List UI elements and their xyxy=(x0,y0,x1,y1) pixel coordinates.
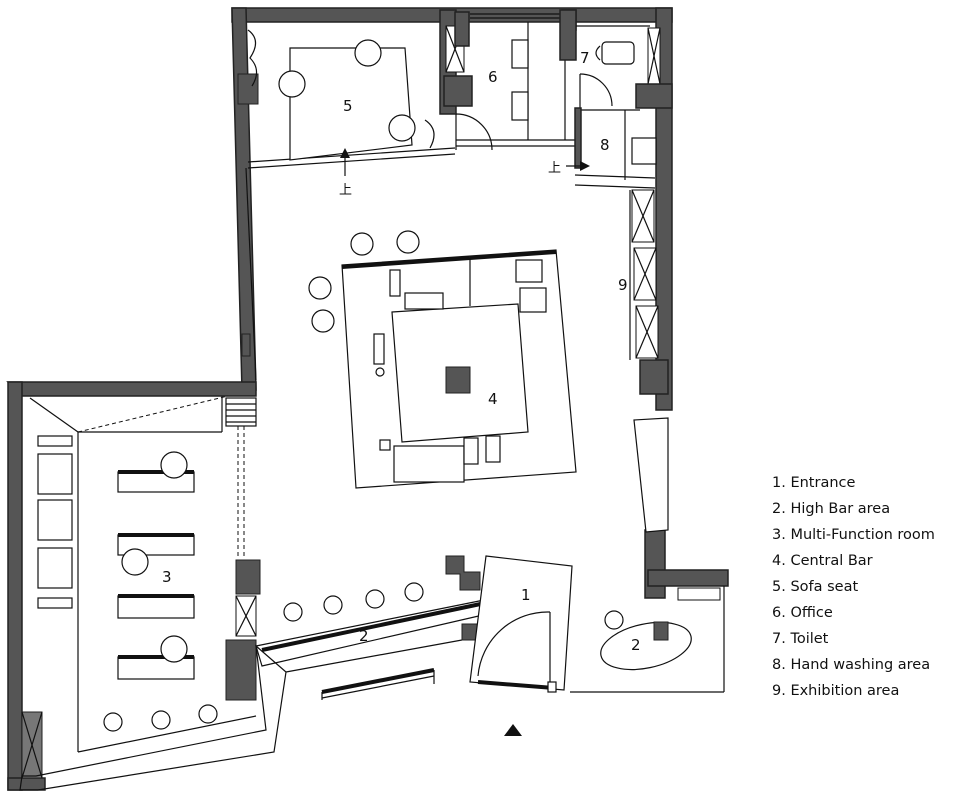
office-toilet-block xyxy=(439,9,673,189)
central-bar xyxy=(308,230,577,489)
room-number-exhibition: 9 xyxy=(618,276,628,294)
section-arrow-a xyxy=(340,148,350,176)
interior-lines xyxy=(241,167,257,381)
room-number-high-bar-right: 2 xyxy=(631,636,641,654)
high-bar-area-right xyxy=(570,586,725,693)
entrance xyxy=(469,555,573,736)
room-number-entrance: 1 xyxy=(521,586,531,604)
room-number-office: 6 xyxy=(488,68,498,86)
legend-item: 5. Sofa seat xyxy=(772,579,858,595)
legend-item: 9. Exhibition area xyxy=(772,683,899,699)
room-number-central-bar: 4 xyxy=(488,390,498,408)
room-number-high-bar-lower: 2 xyxy=(359,627,369,645)
legend-item: 7. Toilet xyxy=(772,631,829,647)
exhibition-area xyxy=(629,189,669,533)
section-arrow-b xyxy=(566,161,590,171)
legend-item: 1. Entrance xyxy=(772,475,855,491)
room-number-multi-function: 3 xyxy=(162,568,172,586)
legend-item: 8. Hand washing area xyxy=(772,657,930,673)
legend-item: 2. High Bar area xyxy=(772,501,890,517)
legend-item: 6. Office xyxy=(772,605,833,621)
room-number-sofa-seat: 5 xyxy=(343,97,353,115)
legend-item: 3. Multi-Function room xyxy=(772,527,935,543)
legend: 1. Entrance 2. High Bar area 3. Multi-Fu… xyxy=(772,475,935,699)
room-number-toilet: 7 xyxy=(580,49,590,67)
multi-function-room xyxy=(21,395,261,779)
room-number-hand-washing: 8 xyxy=(600,136,610,154)
high-bar-area-lower xyxy=(19,555,497,791)
sofa-seat-room xyxy=(237,29,456,169)
section-mark-a: 上 xyxy=(339,183,352,198)
legend-item: 4. Central Bar xyxy=(772,553,873,569)
section-mark-b: 上 xyxy=(548,161,561,176)
